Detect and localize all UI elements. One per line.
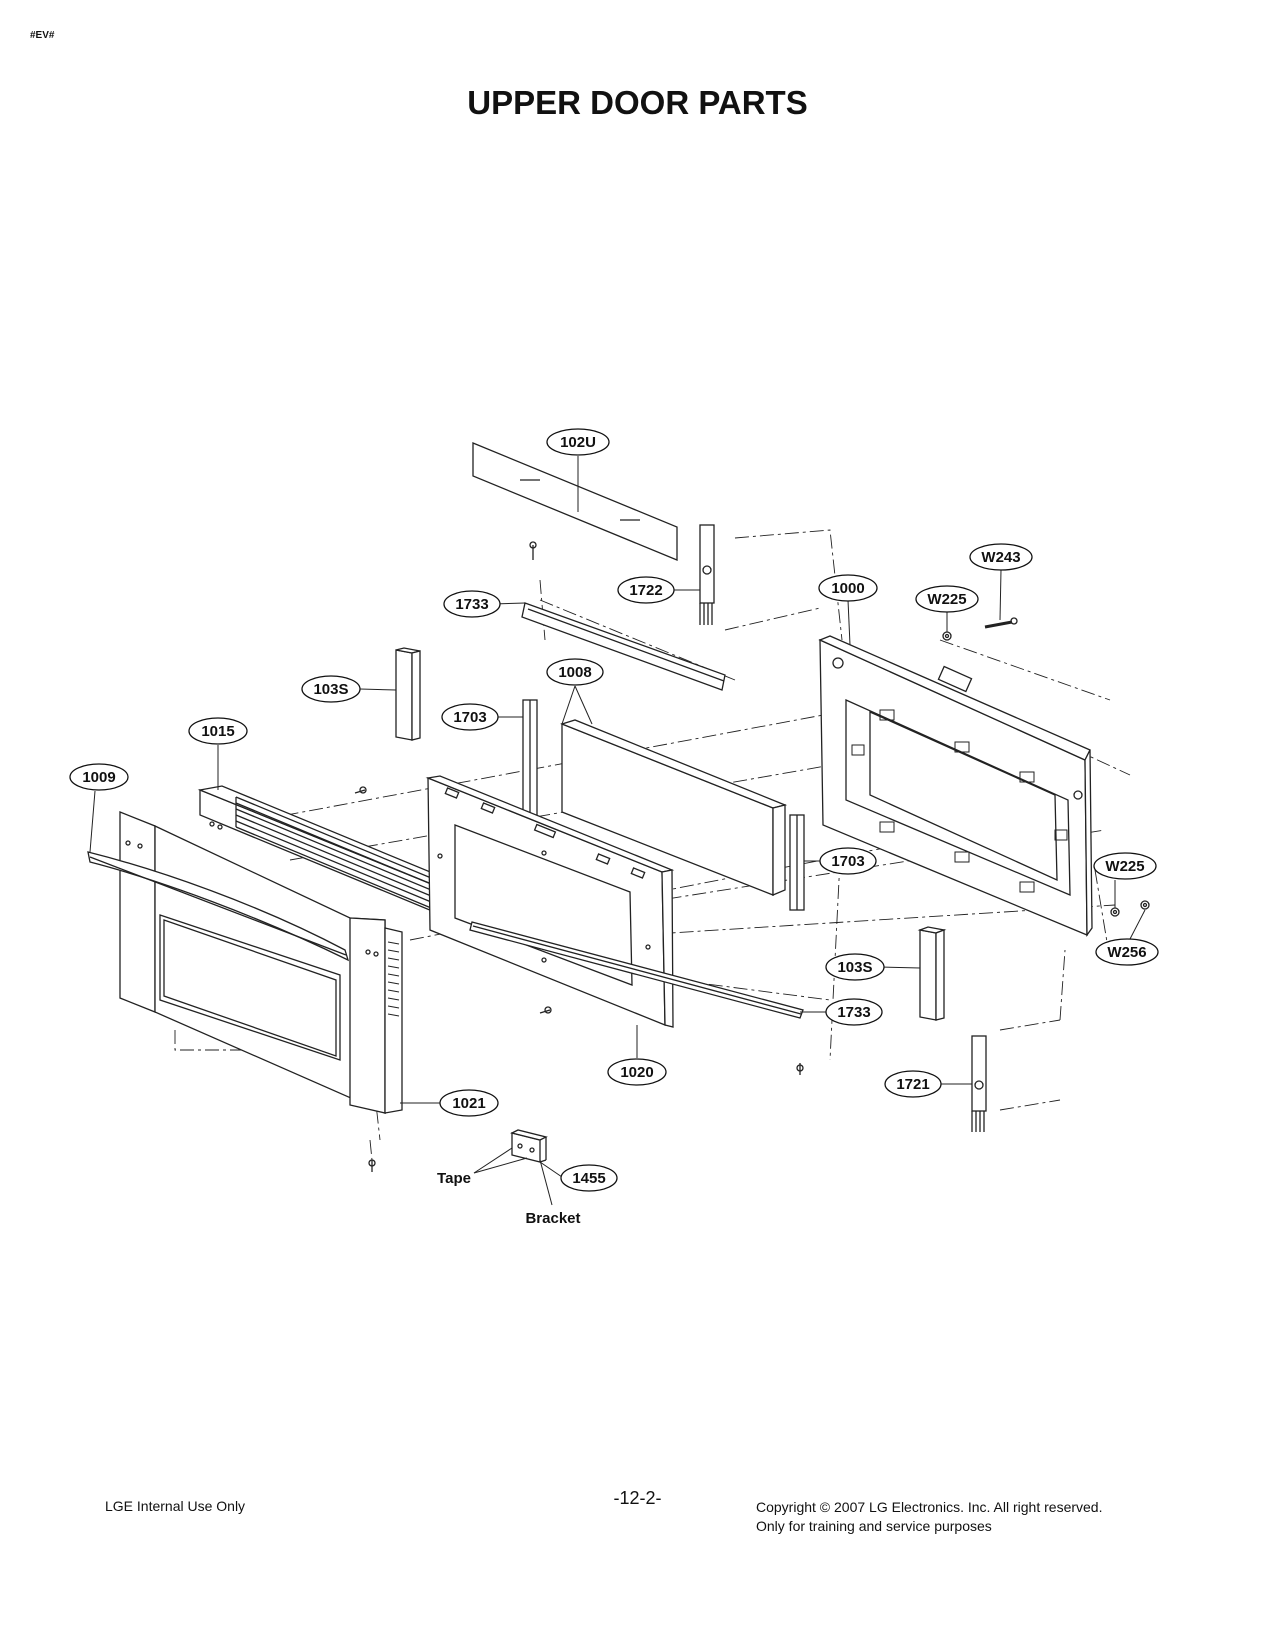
callout-103s-lower: 103S — [825, 953, 885, 981]
callout-1000: 1000 — [818, 574, 878, 602]
fasteners-w243-w225-w256 — [942, 617, 1150, 917]
svg-text:1009: 1009 — [82, 769, 115, 786]
footer-page-number: -12-2- — [613, 1488, 662, 1508]
part-102u-top-trim — [472, 442, 678, 561]
svg-text:W225: W225 — [927, 591, 966, 608]
part-1455-bracket — [510, 1129, 548, 1163]
svg-text:1021: 1021 — [452, 1095, 485, 1112]
svg-text:1703: 1703 — [453, 709, 486, 726]
svg-text:1703: 1703 — [831, 853, 864, 870]
footer-copyright: Copyright © 2007 LG Electronics. Inc. Al… — [756, 1499, 1103, 1515]
part-1000-inner-door-frame — [818, 635, 1093, 937]
screws — [354, 541, 804, 1172]
callout-1021: 1021 — [439, 1089, 499, 1117]
svg-text:1733: 1733 — [837, 1004, 870, 1021]
leader-lines — [89, 456, 1146, 1206]
svg-text:102U: 102U — [560, 434, 596, 451]
callout-102u: 102U — [546, 428, 610, 456]
tape-label: Tape — [437, 1170, 471, 1187]
part-1703-left-side-rail — [522, 699, 538, 821]
svg-text:W243: W243 — [981, 549, 1020, 566]
bracket-label: Bracket — [525, 1210, 580, 1227]
part-103s-lower-side-cap — [917, 926, 947, 1021]
callout-w225-lower: W225 — [1093, 852, 1157, 880]
part-103s-upper-side-cap — [395, 647, 421, 741]
footer-purpose: Only for training and service purposes — [756, 1518, 992, 1534]
svg-text:1455: 1455 — [572, 1170, 605, 1187]
svg-text:1008: 1008 — [558, 664, 591, 681]
callout-1733-lower: 1733 — [825, 998, 883, 1026]
callout-1733-upper: 1733 — [443, 590, 501, 618]
part-1008-glass-panel — [560, 719, 788, 896]
callout-1455: 1455 — [560, 1164, 618, 1192]
svg-text:1733: 1733 — [455, 596, 488, 613]
part-1733-upper-rail — [521, 602, 726, 691]
callout-1703-right: 1703 — [819, 847, 877, 875]
callout-1015: 1015 — [188, 717, 248, 745]
svg-text:1020: 1020 — [620, 1064, 653, 1081]
callout-103s-upper: 103S — [301, 675, 361, 703]
callout-1009: 1009 — [69, 763, 129, 791]
callout-1722: 1722 — [617, 576, 675, 604]
callout-1008: 1008 — [546, 658, 604, 686]
svg-text:1015: 1015 — [201, 723, 234, 740]
part-1722-hinge — [699, 524, 715, 625]
page-title: UPPER DOOR PARTS — [467, 84, 808, 121]
callout-1703-left: 1703 — [441, 703, 499, 731]
callout-w256: W256 — [1095, 938, 1159, 966]
callout-w225-upper: W225 — [915, 585, 979, 613]
part-1009-door-handle — [87, 851, 350, 962]
svg-text:1722: 1722 — [629, 582, 662, 599]
callout-1020: 1020 — [607, 1058, 667, 1086]
svg-text:103S: 103S — [837, 959, 872, 976]
part-1721-hinge — [971, 1035, 987, 1132]
callout-w243: W243 — [969, 543, 1033, 571]
part-1733-lower-rail — [469, 921, 804, 1019]
svg-text:W256: W256 — [1107, 944, 1146, 961]
part-1703-right-side-rail — [789, 814, 805, 911]
svg-text:W225: W225 — [1105, 858, 1144, 875]
footer-copyright-block: Copyright © 2007 LG Electronics. Inc. Al… — [756, 1498, 1102, 1536]
footer-internal-use: LGE Internal Use Only — [105, 1498, 246, 1514]
callout-1721: 1721 — [884, 1070, 942, 1098]
svg-text:103S: 103S — [313, 681, 348, 698]
document-code: #EV# — [30, 30, 55, 41]
svg-text:1721: 1721 — [896, 1076, 929, 1093]
svg-text:1000: 1000 — [831, 580, 864, 597]
